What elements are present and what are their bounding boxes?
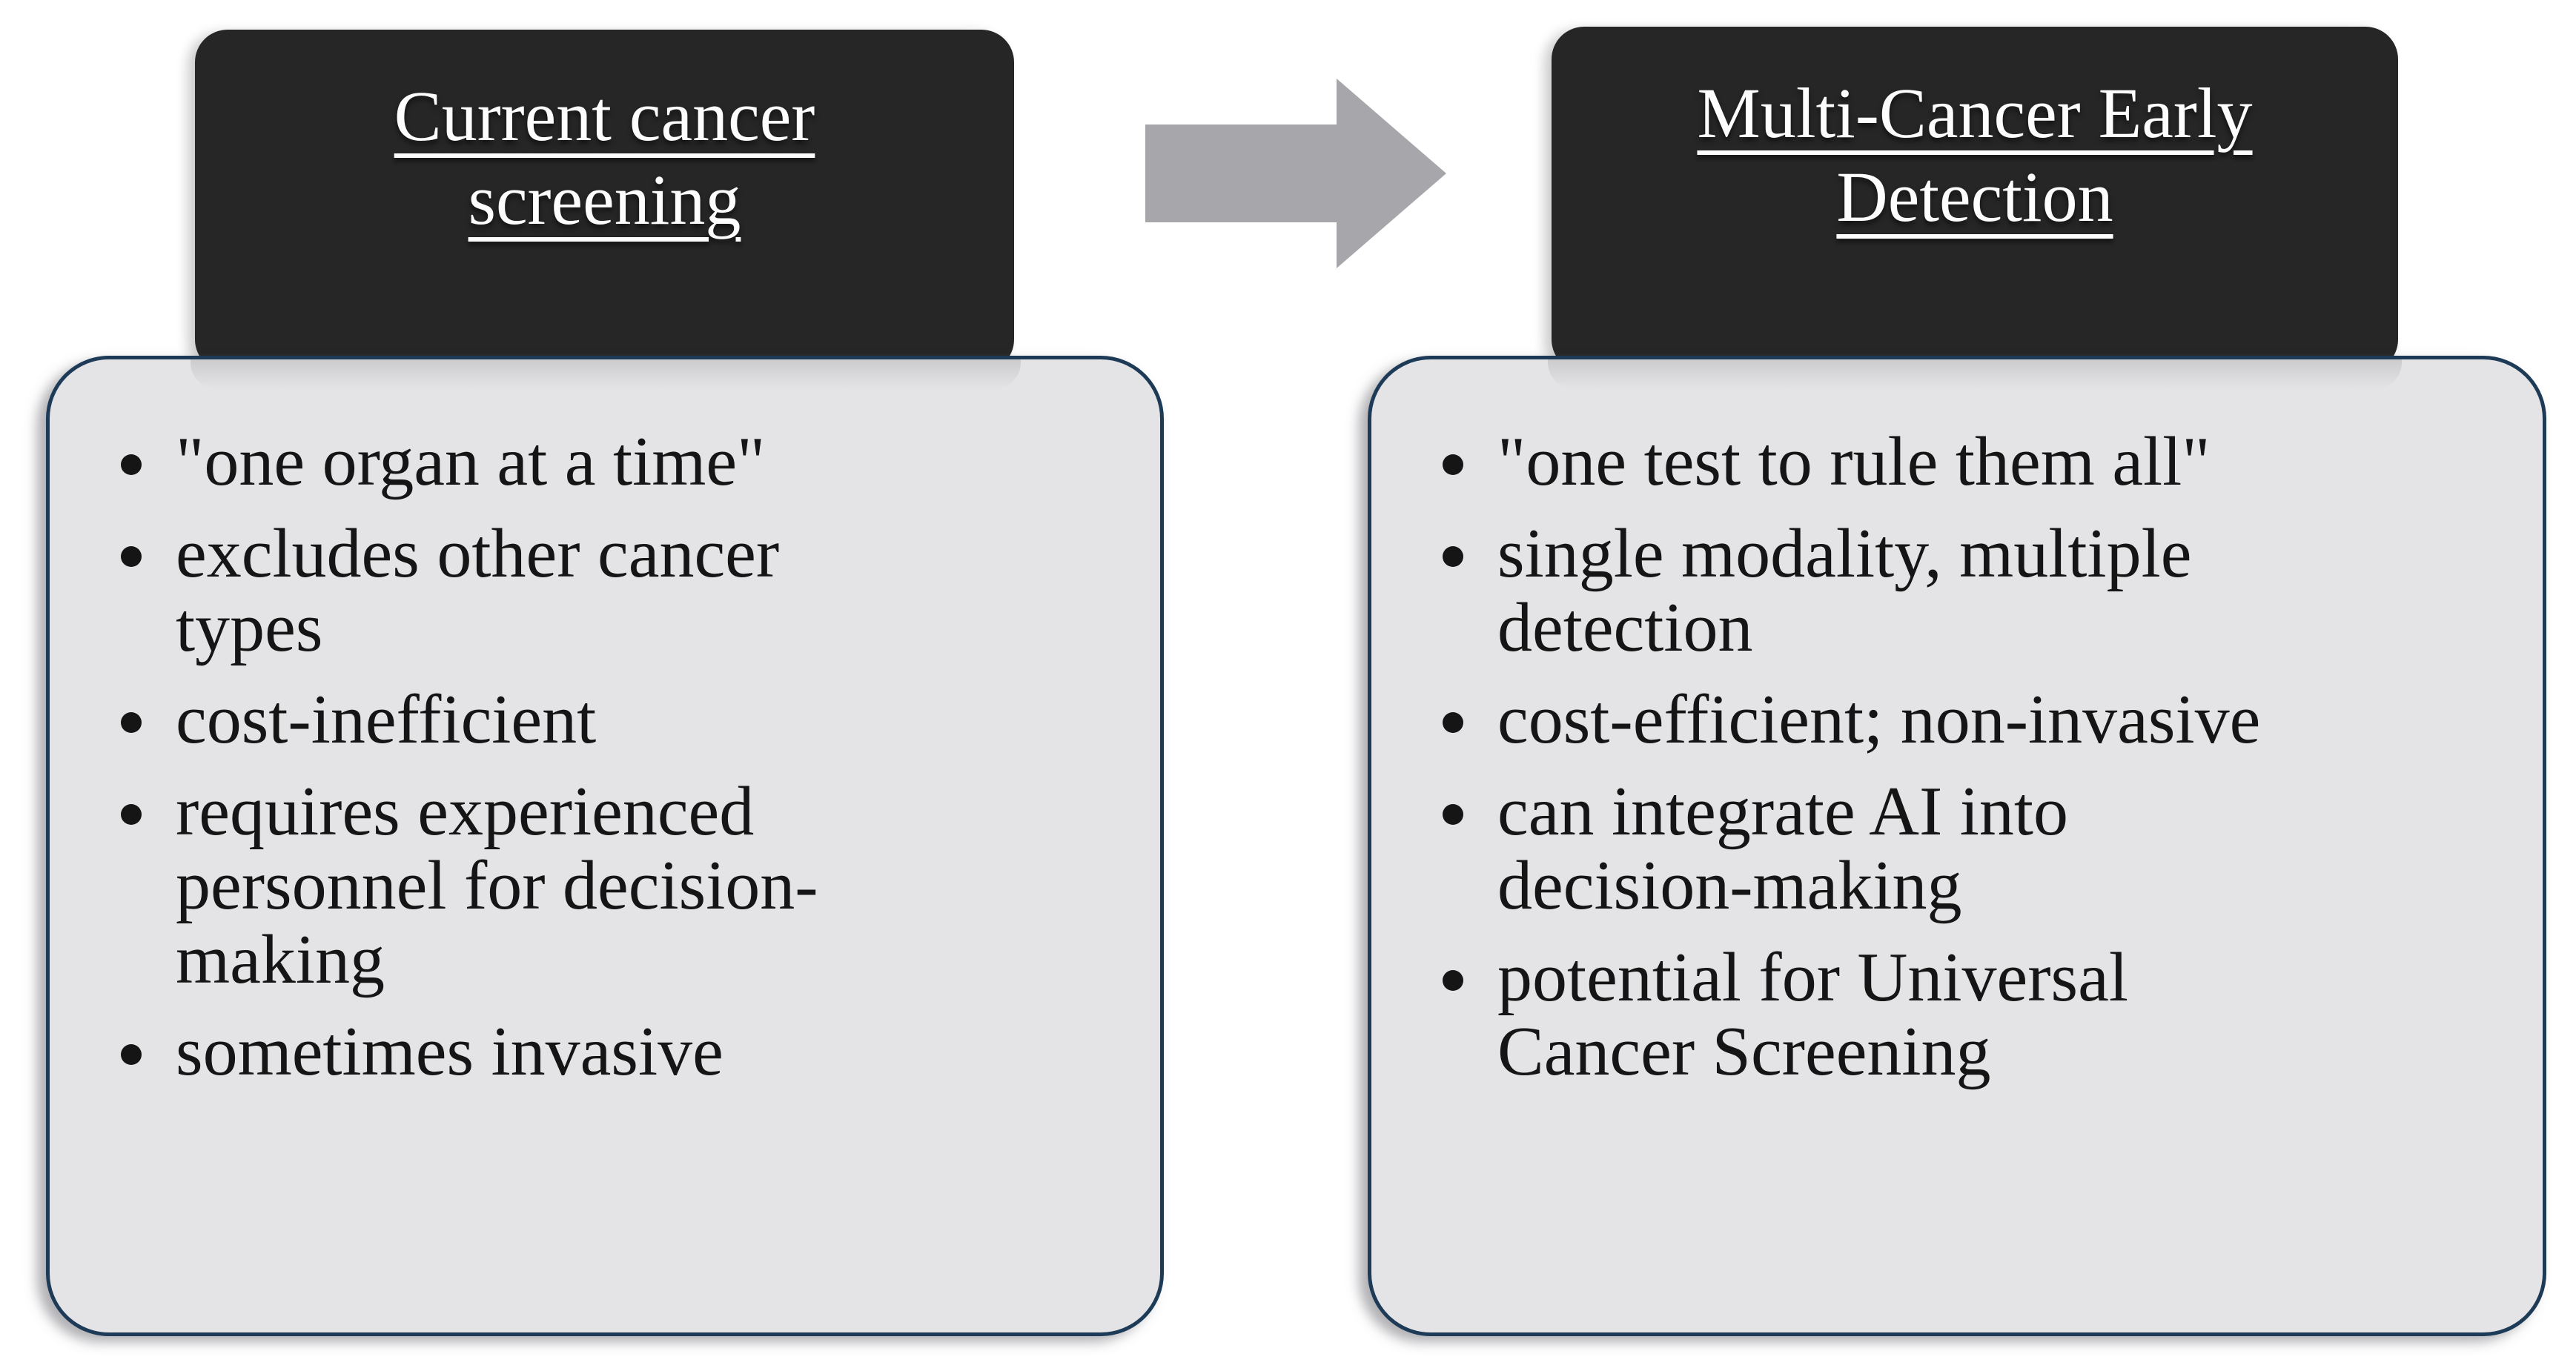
mced-list: "one test to rule them all" single modal… xyxy=(1371,359,2543,1089)
mced-body: "one test to rule them all" single modal… xyxy=(1368,356,2546,1336)
list-item: "one test to rule them all" xyxy=(1489,425,2507,499)
mced-title: Multi-Cancer Early Detection xyxy=(1697,73,2253,237)
list-item: cost-efficient; non-invasive xyxy=(1489,683,2507,757)
header-shadow-band xyxy=(191,359,1021,389)
current-screening-list: "one organ at a time" excludes other can… xyxy=(50,359,1160,1089)
right-arrow-head xyxy=(1337,79,1446,268)
list-item: can integrate AI into decision-making xyxy=(1489,774,2507,923)
current-screening-title: Current cancer screening xyxy=(394,76,815,240)
list-item: requires experienced personnel for decis… xyxy=(167,774,1125,997)
current-screening-header: Current cancer screening xyxy=(195,30,1014,372)
mced-header: Multi-Cancer Early Detection xyxy=(1552,27,2398,372)
header-shadow-band xyxy=(1548,359,2402,389)
list-item: cost-inefficient xyxy=(167,683,1125,757)
list-item: sometimes invasive xyxy=(167,1015,1125,1089)
list-item: potential for Universal Cancer Screening xyxy=(1489,940,2507,1089)
list-item: single modality, multiple detection xyxy=(1489,517,2507,665)
current-screening-body: "one organ at a time" excludes other can… xyxy=(46,356,1164,1336)
list-item: excludes other cancer types xyxy=(167,517,1125,665)
right-arrow-body xyxy=(1145,125,1337,222)
list-item: "one organ at a time" xyxy=(167,425,1125,499)
right-arrow-icon xyxy=(1145,79,1446,268)
